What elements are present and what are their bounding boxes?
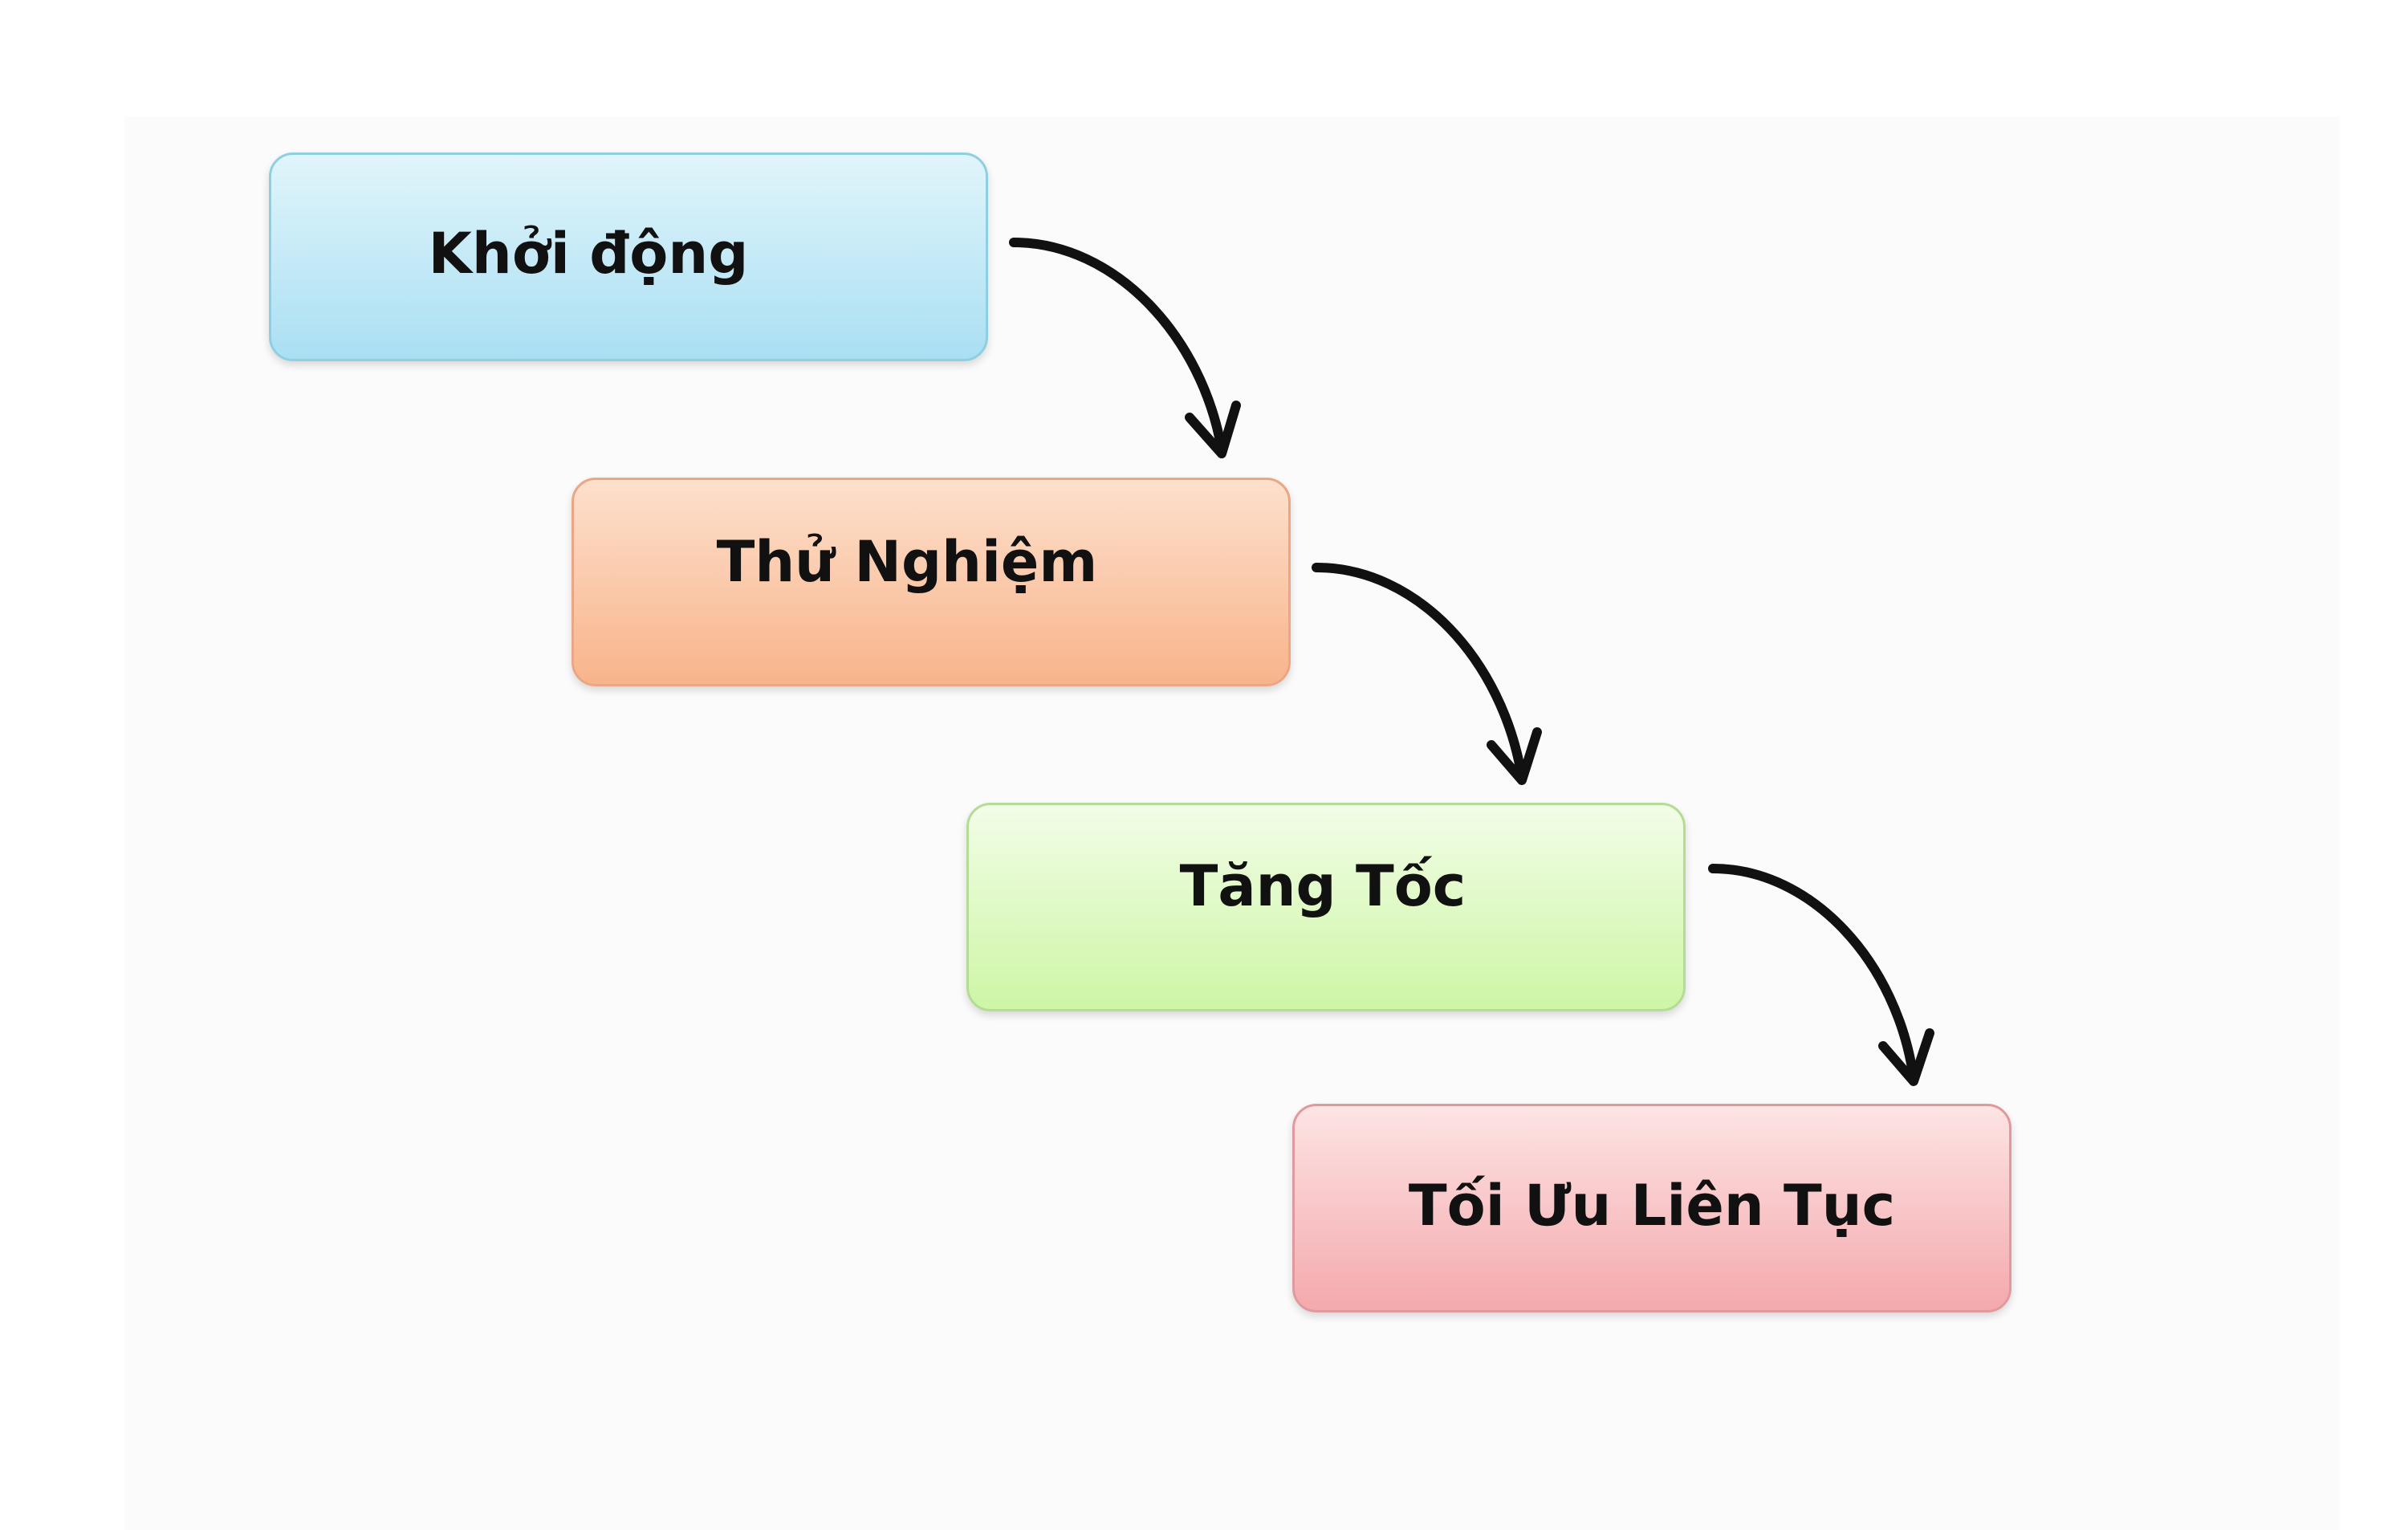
arrow-step3-to-step4 bbox=[1713, 869, 1930, 1081]
arrow-step2-to-step3 bbox=[1316, 568, 1537, 780]
arrow-step1-to-step2 bbox=[1014, 242, 1236, 454]
